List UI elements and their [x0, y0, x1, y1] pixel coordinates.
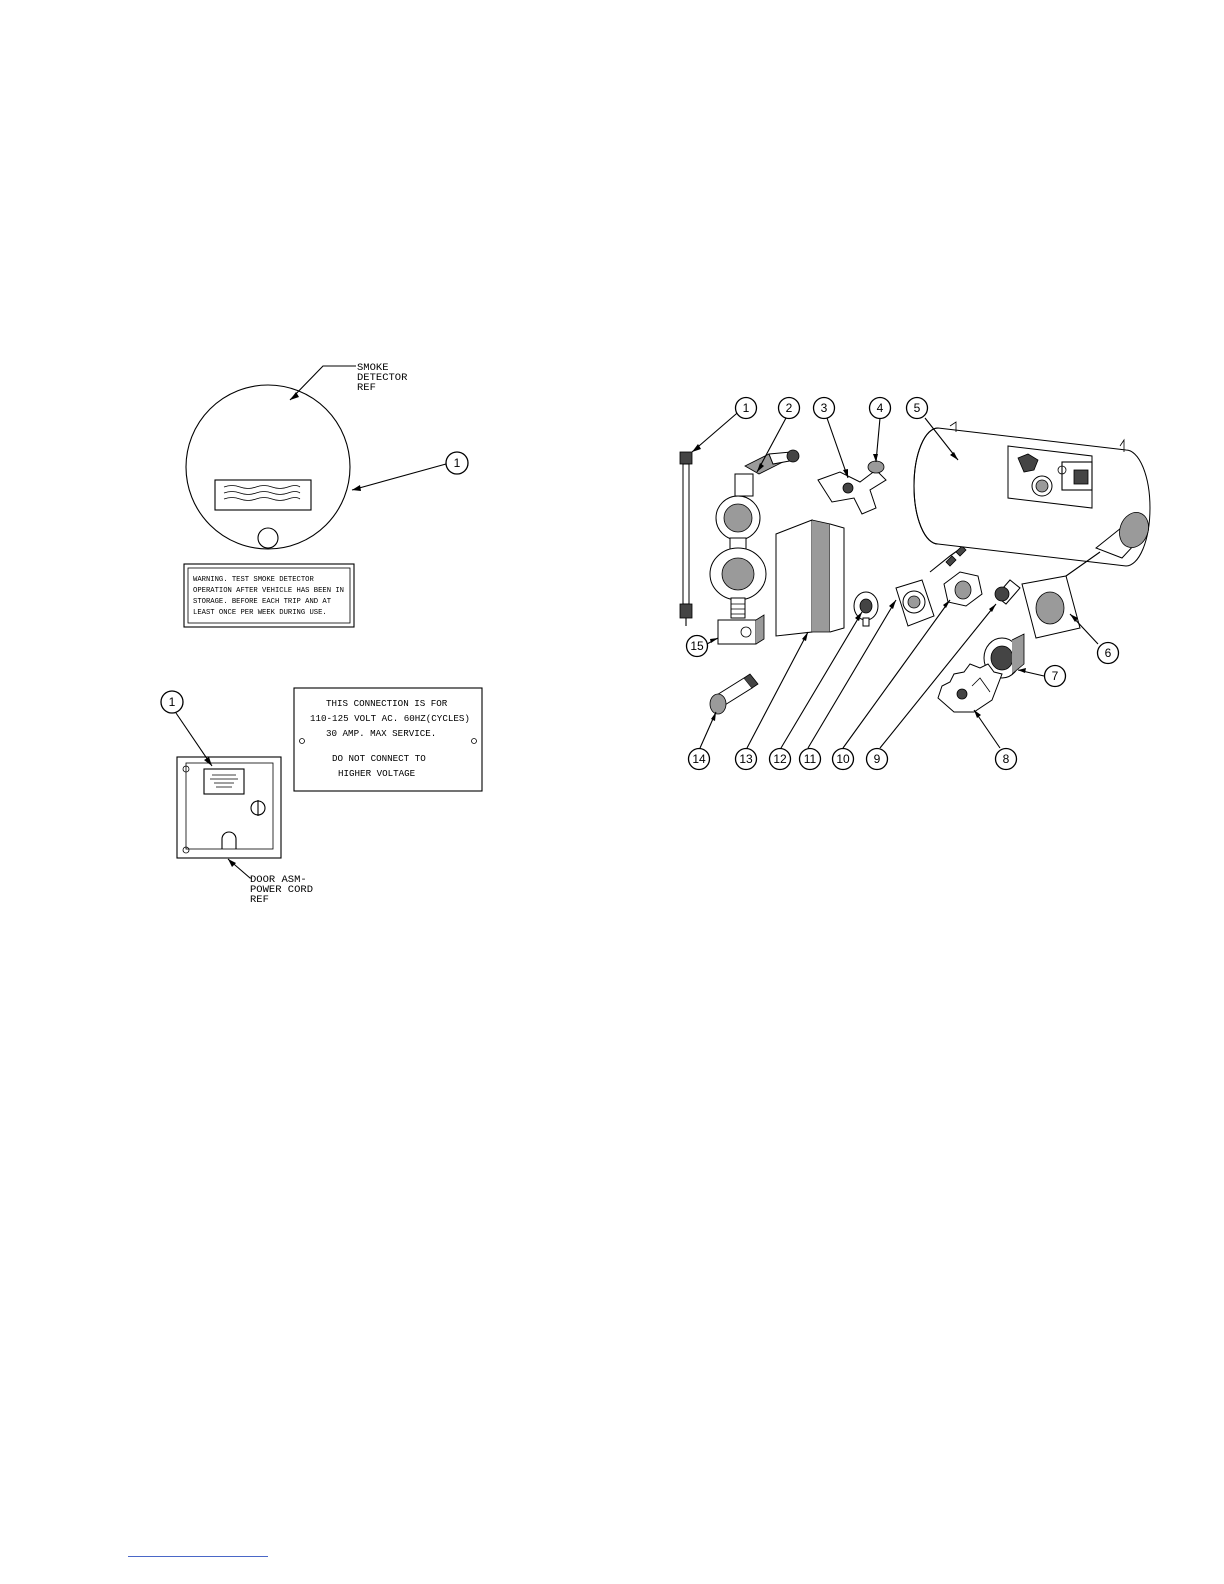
callout-1-door: [160, 690, 184, 714]
callout-r9: 9: [865, 747, 889, 771]
warning-line-3: STORAGE. BEFORE EACH TRIP AND AT: [193, 598, 332, 606]
warning-line-2: OPERATION AFTER VEHICLE HAS BEEN IN: [193, 587, 344, 595]
callout-r14: 14: [687, 747, 711, 771]
callout-r1: 1: [734, 396, 758, 420]
callout-1-smoke: [445, 451, 469, 475]
svg-text:7: 7: [1052, 669, 1059, 683]
smoke-detector-body: [185, 384, 351, 550]
power-cord-door-assembly: 1 DOOR ASM- POWER CORD REF THIS CONNECTI…: [160, 687, 483, 906]
svg-text:1: 1: [743, 401, 750, 415]
callout-r6: 6: [1096, 641, 1120, 665]
part-8-dial: [937, 663, 1003, 713]
connection-line-3: 30 AMP. MAX SERVICE.: [326, 728, 436, 739]
connection-plate: [293, 687, 483, 792]
part-9-valve: [994, 579, 1021, 605]
callout-r2: 2: [777, 396, 801, 420]
smoke-detector-ref-line-1: SMOKE: [357, 362, 389, 374]
part-6-flange: [1021, 512, 1149, 639]
connection-line-2: 110-125 VOLT AC. 60HZ(CYCLES): [310, 713, 470, 724]
svg-text:10: 10: [836, 752, 850, 766]
callout-r4: 4: [868, 396, 892, 420]
door-label-plate: [203, 768, 245, 795]
callout-r12: 12: [768, 747, 792, 771]
part-14-fitting: [709, 673, 759, 715]
svg-text:3: 3: [821, 401, 828, 415]
warning-line-4: LEAST ONCE PER WEEK DURING USE.: [193, 609, 327, 617]
part-1-hose: [679, 451, 693, 626]
callout-r5: 5: [905, 396, 929, 420]
callout-r10: 10: [831, 747, 855, 771]
callout-r13: 13: [734, 747, 758, 771]
svg-text:13: 13: [739, 752, 753, 766]
connection-line-4: DO NOT CONNECT TO: [332, 753, 426, 764]
svg-text:8: 8: [1003, 752, 1010, 766]
smoke-detector-test-button: [257, 527, 279, 549]
part-7-fitting: [983, 633, 1025, 679]
smoke-detector-assembly: SMOKE DETECTOR REF 1 WARNING. TEST SMOKE…: [183, 362, 469, 628]
svg-text:11: 11: [804, 752, 817, 766]
connection-line-1: THIS CONNECTION IS FOR: [326, 698, 448, 709]
callout-r8: 8: [994, 747, 1018, 771]
callout-1-smoke-text: 1: [454, 456, 461, 470]
part-13-bracket: [775, 519, 845, 637]
door-ref-line-2: POWER CORD: [250, 884, 313, 896]
svg-text:14: 14: [692, 752, 706, 766]
svg-text:15: 15: [690, 639, 704, 653]
part-3-4-valve-handle: [817, 460, 887, 515]
svg-text:5: 5: [914, 401, 921, 415]
connection-line-5: HIGHER VOLTAGE: [338, 768, 416, 779]
smoke-detector-ref-line-3: REF: [357, 382, 376, 394]
door-ref-line-3: REF: [250, 894, 269, 906]
part-2-regulator: [709, 449, 800, 619]
svg-text:12: 12: [773, 752, 787, 766]
smoke-detector-label-plate: [214, 479, 312, 511]
part-15-fitting: [717, 614, 765, 645]
door-frame: [176, 756, 282, 859]
svg-text:4: 4: [877, 401, 884, 415]
propane-exploded-view: 1 2 3 4 5 6 7 8 9 10 11 12 13 14 15: [679, 396, 1151, 771]
svg-text:2: 2: [786, 401, 793, 415]
callout-1-door-text: 1: [169, 695, 176, 709]
door-ref-line-1: DOOR ASM-: [250, 874, 307, 886]
svg-text:9: 9: [874, 752, 881, 766]
smoke-detector-ref-line-2: DETECTOR: [357, 372, 408, 384]
footer-rule: [128, 1556, 268, 1557]
door-panel: [185, 762, 274, 850]
callout-r15: 15: [685, 634, 709, 658]
part-12-gauge: [853, 591, 879, 627]
callout-r7: 7: [1043, 664, 1067, 688]
svg-text:6: 6: [1105, 646, 1112, 660]
part-5-tank: [913, 421, 1151, 567]
warning-plate: [183, 563, 355, 628]
callout-r11: 11: [798, 747, 822, 771]
callout-r3: 3: [812, 396, 836, 420]
warning-line-1: WARNING. TEST SMOKE DETECTOR: [193, 576, 314, 584]
part-10-hex-fitting: [943, 571, 983, 607]
